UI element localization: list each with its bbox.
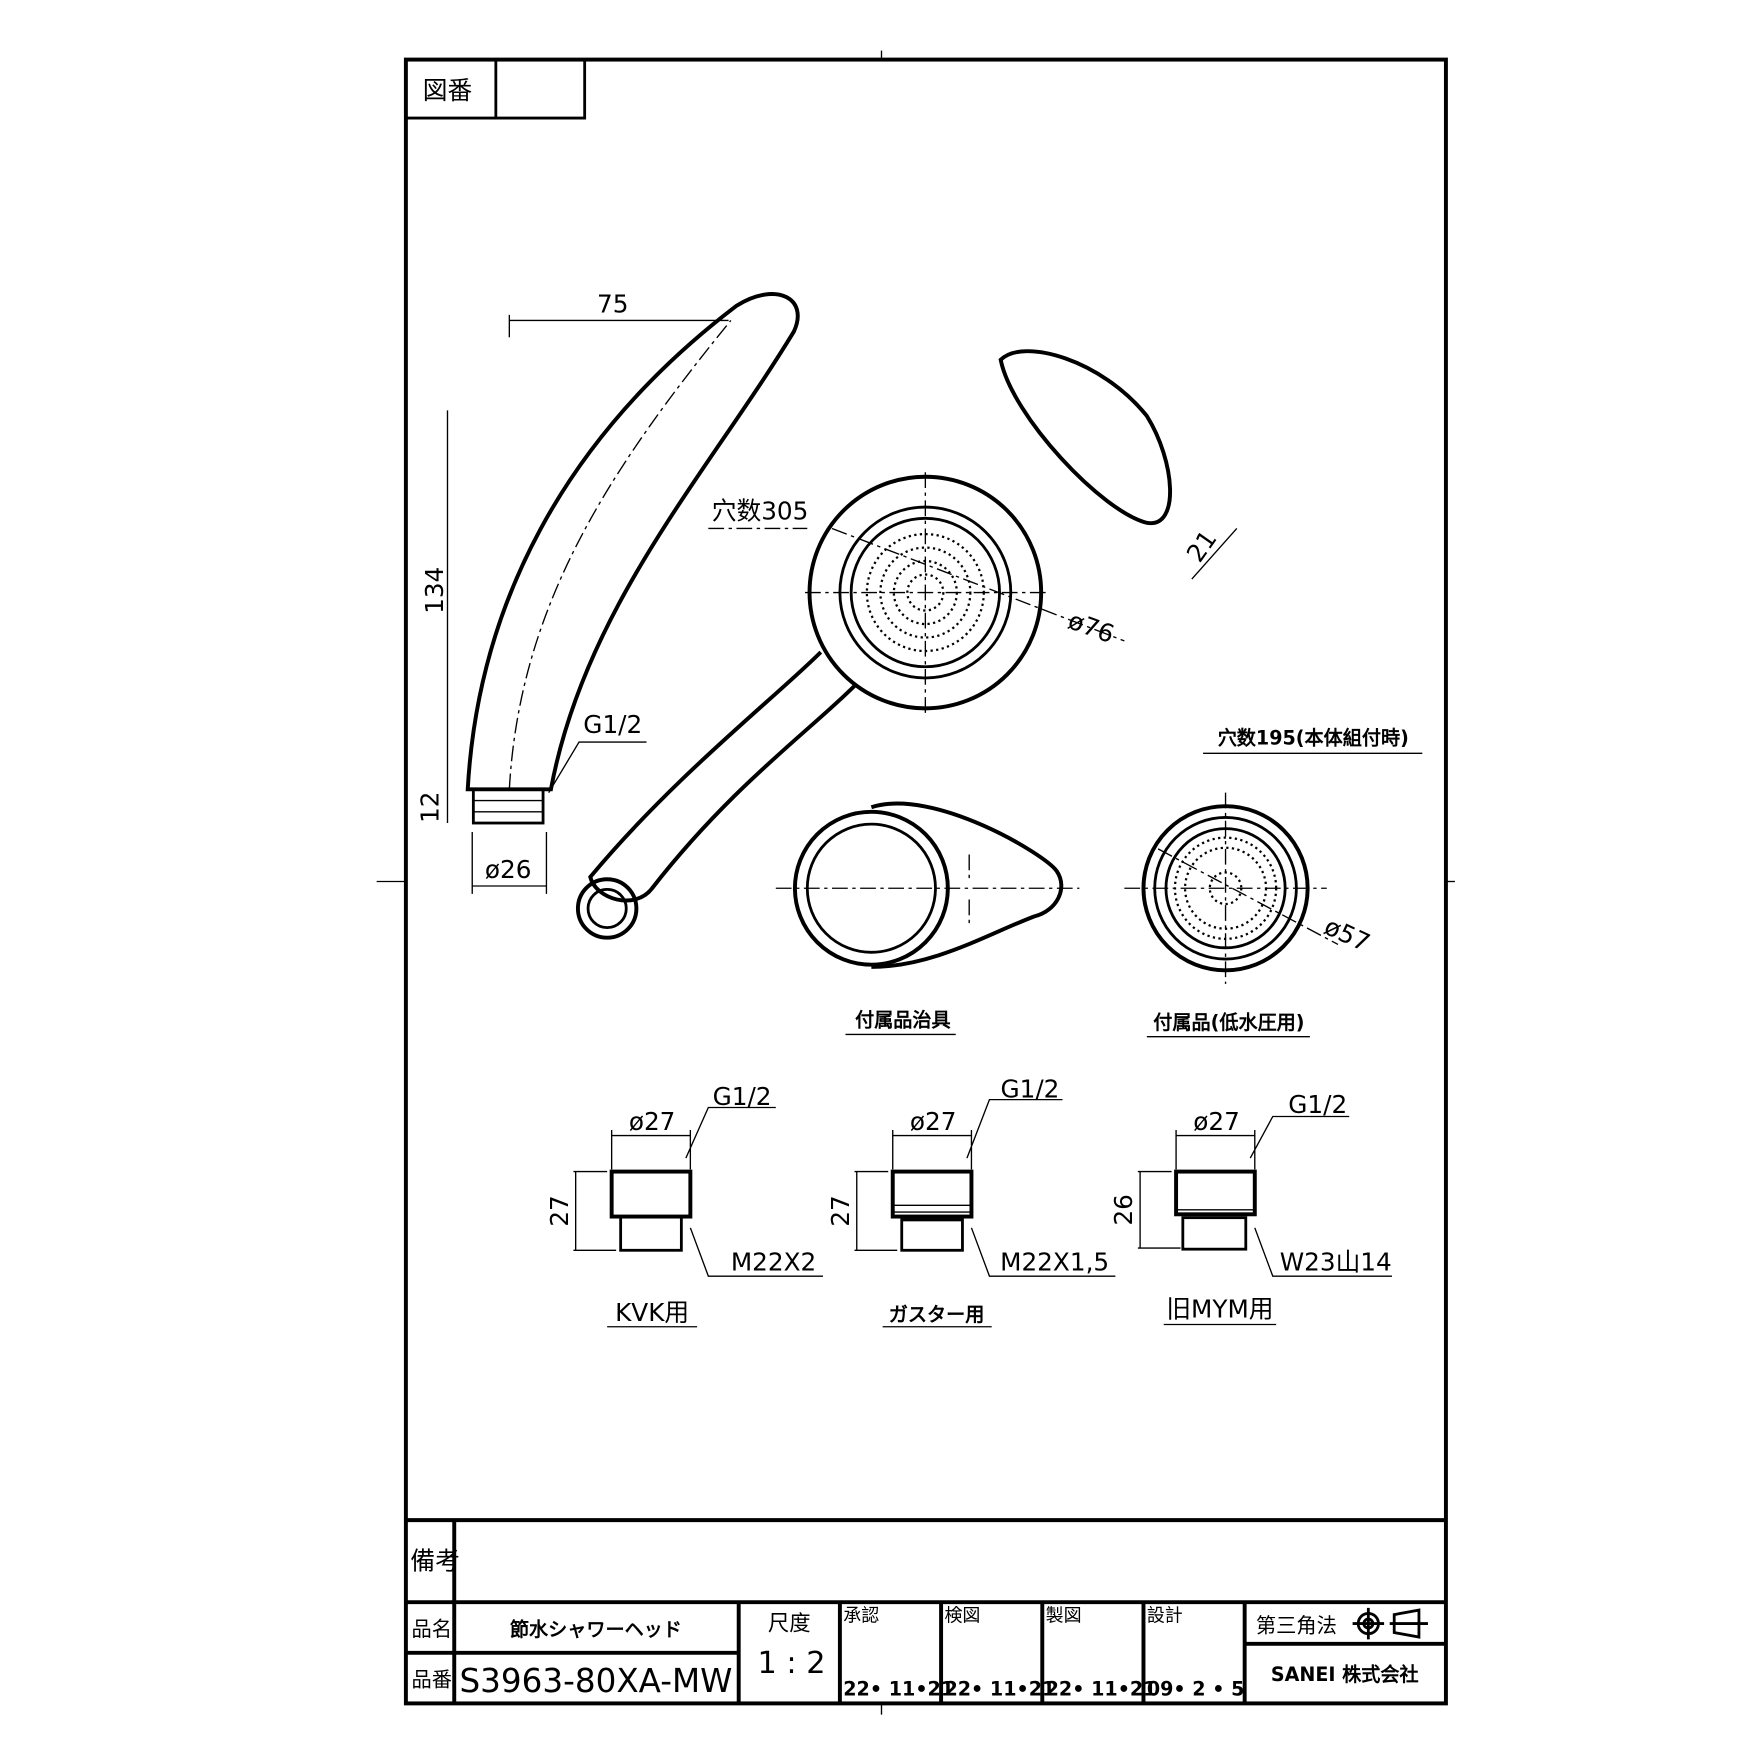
projection-label: 第三角法 (1256, 1614, 1337, 1638)
adapter-thread-bottom: M22X2 (731, 1248, 816, 1277)
title-block-lines (405, 1518, 1446, 1704)
adapter-dia: ø27 (629, 1107, 676, 1136)
adapter-thread-top: G1/2 (713, 1082, 772, 1111)
adapter-label: KVK用 (615, 1298, 689, 1327)
dim-75: 75 (597, 290, 628, 319)
dim-21: 21 (1181, 525, 1223, 567)
side-view: 75 134 12 ø26 G1/2 (416, 290, 800, 894)
adapter-thread-bottom: W23山14 (1280, 1248, 1392, 1277)
adapter-height: 27 (545, 1195, 574, 1226)
drawn-date: 22• 11•21 (1046, 1678, 1157, 1701)
dim-dia26: ø26 (485, 855, 532, 884)
drawing-number-label: 図番 (423, 76, 472, 105)
adapter-thread-bottom: M22X1,5 (1000, 1248, 1109, 1277)
dim-134: 134 (420, 567, 449, 614)
name-label: 品名 (412, 1617, 452, 1641)
adapter-label: 旧MYM用 (1166, 1295, 1273, 1324)
adapter-label: ガスター用 (889, 1303, 985, 1326)
adapter-kvk: ø27 G1/2 27 M22X2 KVK用 (545, 1082, 824, 1328)
company-name: SANEI 株式会社 (1271, 1663, 1419, 1686)
adapter-thread-top: G1/2 (1000, 1074, 1059, 1103)
adapter-gastar: ø27 G1/2 27 M22X1,5 ガスター用 (826, 1074, 1116, 1328)
dim-dia76: ø76 (1064, 606, 1118, 649)
low-pressure-label: 付属品(低水圧用) (1153, 1011, 1304, 1034)
scale-value: 1 : 2 (757, 1646, 825, 1681)
front-view: 穴数305 ø76 (575, 472, 1125, 940)
adapter-dia: ø27 (910, 1107, 957, 1136)
remarks-label: 備考 (410, 1547, 459, 1576)
check-label: 検図 (944, 1605, 980, 1626)
check-date: 22• 11•21 (944, 1678, 1055, 1701)
approval-date: 22• 11•21 (843, 1678, 954, 1701)
scale-label: 尺度 (768, 1611, 811, 1636)
adapter-height: 27 (826, 1195, 855, 1226)
approval-label: 承認 (843, 1605, 879, 1626)
dim-holes-195: 穴数195(本体組付時) (1218, 726, 1409, 749)
adapter-dia: ø27 (1193, 1107, 1240, 1136)
adapter-thread-top: G1/2 (1288, 1090, 1347, 1119)
drawing-frame (403, 57, 1448, 1706)
number-label: 品番 (412, 1668, 452, 1692)
jig-label: 付属品治具 (855, 1009, 951, 1032)
design-label: 設計 (1147, 1605, 1183, 1626)
adapter-height: 26 (1109, 1194, 1138, 1225)
drawing-number-box (405, 59, 587, 120)
dim-dia57: ø57 (1320, 912, 1374, 958)
dim-g12: G1/2 (583, 710, 642, 739)
dim-12: 12 (416, 792, 445, 823)
drawn-label: 製図 (1046, 1605, 1082, 1626)
design-date: 09• 2 • 5 (1147, 1678, 1245, 1701)
head-section-view: 21 (998, 349, 1238, 580)
product-name: 節水シャワーヘッド (510, 1618, 682, 1641)
third-angle-projection-icon (1352, 1607, 1428, 1640)
accessory-low-pressure: ø57 穴数195(本体組付時) 付属品(低水圧用) (1124, 726, 1423, 1038)
product-number: S3963-80XA-MW (459, 1662, 732, 1700)
dim-holes-305: 穴数305 (712, 496, 809, 525)
adapter-mym: ø27 G1/2 26 W23山14 旧MYM用 (1109, 1090, 1392, 1326)
accessory-jig: 付属品治具 (775, 801, 1080, 1036)
